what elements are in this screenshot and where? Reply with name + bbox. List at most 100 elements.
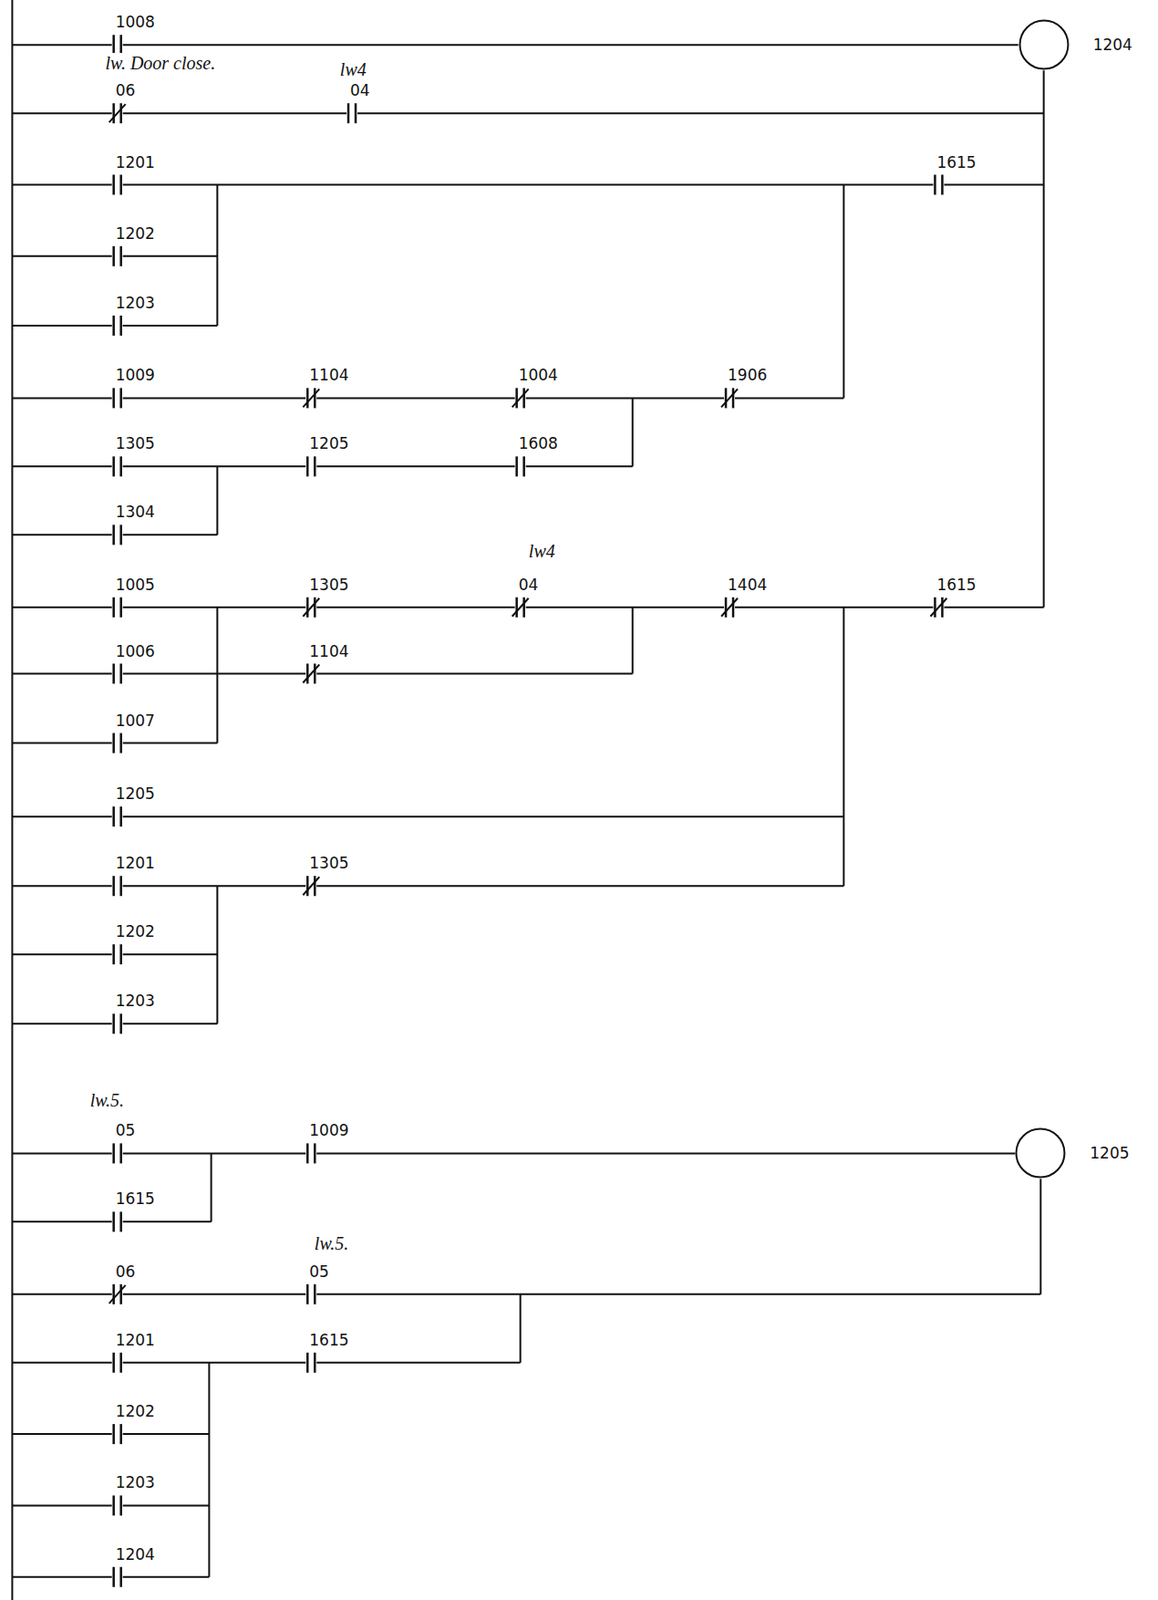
contact-address: 1006 <box>113 642 157 661</box>
handwritten-note: lw.5. <box>88 1089 126 1110</box>
contact-address: 1201 <box>113 854 157 872</box>
contact-address: 1004 <box>516 366 560 384</box>
contact-address: 1305 <box>113 434 157 453</box>
rung-wire <box>11 672 632 675</box>
rung-wire <box>11 884 844 887</box>
rung-wire <box>11 396 844 399</box>
contact-address: 1615 <box>934 154 978 172</box>
coil-circle <box>1014 1126 1066 1179</box>
nc-contact-symbol <box>109 102 126 125</box>
no-contact-symbol <box>346 102 358 125</box>
handwritten-note: lw.5. <box>312 1232 351 1253</box>
no-contact-symbol <box>112 245 124 268</box>
rung-wire <box>842 607 845 886</box>
rung-wire <box>519 1293 522 1363</box>
rung-wire <box>216 185 218 326</box>
rung-wire <box>11 1151 1015 1154</box>
rung-wire <box>11 606 1044 609</box>
rung-wire <box>10 0 13 1600</box>
contact-address: 1203 <box>113 294 157 312</box>
contact-address: 1203 <box>113 1473 157 1491</box>
no-contact-symbol <box>305 1351 317 1374</box>
rung-wire <box>11 184 1044 187</box>
contact-address: 1104 <box>307 642 351 661</box>
no-contact-symbol <box>305 1141 317 1164</box>
nc-contact-symbol <box>930 596 947 619</box>
no-contact-symbol <box>112 662 124 685</box>
coil-address: 1205 <box>1087 1143 1131 1162</box>
contact-address: 1008 <box>113 13 157 32</box>
rung-wire <box>11 1361 520 1364</box>
contact-address: 1007 <box>113 712 157 730</box>
no-contact-symbol <box>932 174 944 197</box>
rung-wire <box>842 185 845 399</box>
contact-address: 1305 <box>307 576 351 594</box>
nc-contact-symbol <box>721 596 738 619</box>
rung-wire <box>1043 70 1045 608</box>
contact-address: 04 <box>516 576 541 594</box>
contact-address: 1201 <box>113 1331 157 1349</box>
rung-wire <box>11 1575 209 1578</box>
coil-circle <box>1018 19 1070 71</box>
nc-contact-symbol <box>302 662 320 685</box>
contact-address: 1005 <box>113 576 157 594</box>
no-contact-symbol <box>112 732 124 755</box>
handwritten-note: lw4 <box>527 540 558 561</box>
contact-address: 1205 <box>113 785 157 803</box>
no-contact-symbol <box>112 1141 124 1164</box>
contact-address: 1205 <box>307 434 351 453</box>
contact-address: 1615 <box>307 1331 351 1349</box>
nc-contact-symbol <box>721 386 738 409</box>
contact-address: 1202 <box>113 1402 157 1420</box>
rung-wire <box>11 1503 209 1506</box>
rung-wire <box>210 1152 213 1221</box>
rung-wire <box>1039 1178 1042 1293</box>
contact-address: 1304 <box>113 503 157 521</box>
handwritten-note: lw4 <box>338 59 369 80</box>
no-contact-symbol <box>305 1282 317 1305</box>
no-contact-symbol <box>112 454 124 477</box>
nc-contact-symbol <box>512 596 529 619</box>
contact-address: 1009 <box>307 1121 351 1139</box>
output-coil: 1204 <box>1018 19 1070 71</box>
contact-address: 1906 <box>725 366 769 384</box>
rung-wire <box>11 1292 1041 1295</box>
no-contact-symbol <box>112 1209 124 1232</box>
nc-contact-symbol <box>512 386 529 409</box>
contact-address: 06 <box>113 1262 138 1281</box>
contact-address: 1201 <box>113 154 157 172</box>
nc-contact-symbol <box>302 596 320 619</box>
contact-address: 1615 <box>113 1189 157 1208</box>
no-contact-symbol <box>112 1565 124 1588</box>
contact-address: 1203 <box>113 992 157 1010</box>
no-contact-symbol <box>112 805 124 828</box>
no-contact-symbol <box>112 314 124 337</box>
rung-wire <box>11 112 1044 114</box>
no-contact-symbol <box>112 523 124 546</box>
contact-address: 1608 <box>516 434 560 453</box>
no-contact-symbol <box>112 174 124 197</box>
contact-address: 06 <box>113 82 138 100</box>
rung-wire <box>216 465 218 535</box>
contact-address: 1204 <box>113 1545 157 1563</box>
no-contact-symbol <box>112 1351 124 1374</box>
rung-wire <box>207 1362 210 1577</box>
rung-wire <box>631 397 634 466</box>
rung-wire <box>11 1220 211 1222</box>
rung-wire <box>216 885 218 1024</box>
contact-address: 1305 <box>307 854 351 872</box>
rung-wire <box>11 43 1018 46</box>
no-contact-symbol <box>515 454 527 477</box>
rung-wire <box>11 465 632 467</box>
no-contact-symbol <box>112 1422 124 1445</box>
no-contact-symbol <box>112 386 124 409</box>
contact-address: 1615 <box>934 576 978 594</box>
no-contact-symbol <box>112 874 124 897</box>
no-contact-symbol <box>112 1012 124 1034</box>
handwritten-note: lw. Door close. <box>103 52 218 73</box>
no-contact-symbol <box>112 942 124 965</box>
contact-address: 1104 <box>307 366 351 384</box>
rung-wire <box>631 607 634 674</box>
nc-contact-symbol <box>302 874 320 897</box>
